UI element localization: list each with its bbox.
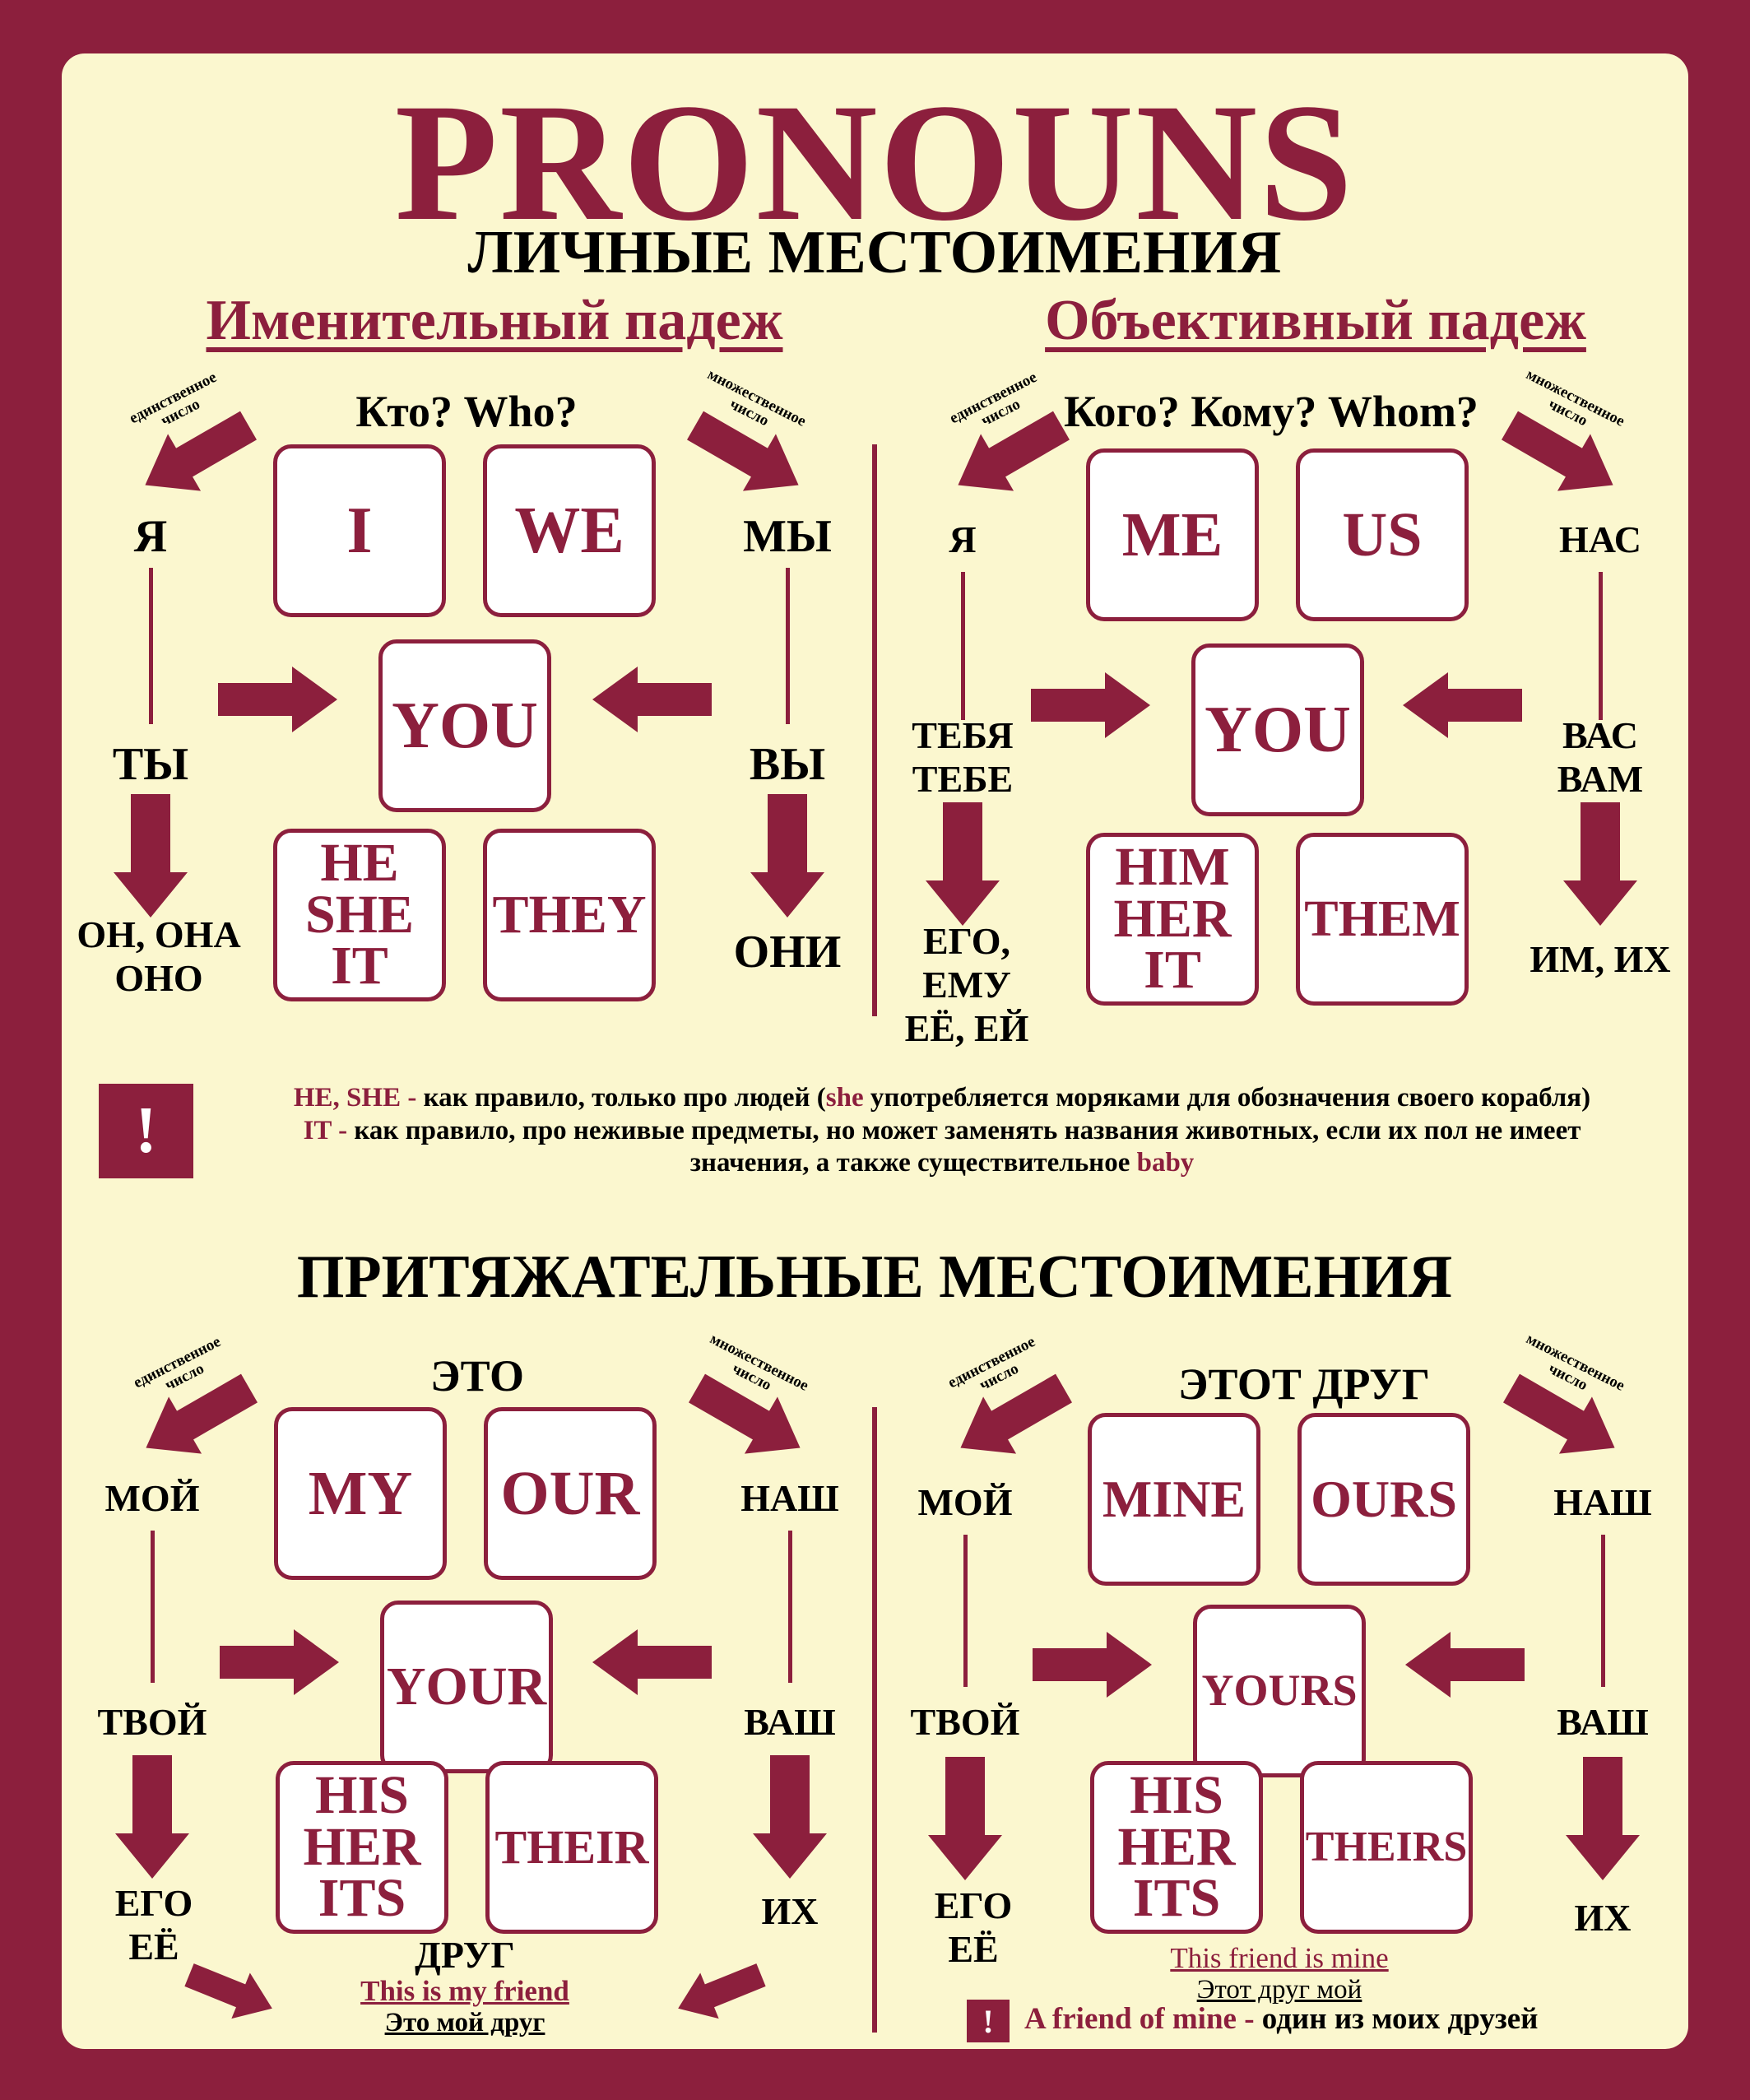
ru-1s: Я [133,511,168,562]
pronoun-box-them: THEM [1296,833,1469,1006]
personal-pronouns-heading: ЛИЧНЫЕ МЕСТОИМЕНИЯ [467,219,1282,286]
pronoun-box-yours: YOURS [1193,1605,1366,1777]
ru-1s: Я [949,518,977,560]
pronoun-box-i: I [273,444,446,617]
ru-1s: МОЙ [104,1477,200,1519]
poster: PRONOUNS ЛИЧНЫЕ МЕСТОИМЕНИЯ Именительный… [62,53,1688,2049]
pronoun-box-your: YOUR [380,1601,553,1773]
ru-3p: ИМ, ИХ [1530,938,1671,980]
pronoun-box-theirs: THEIRS [1300,1761,1473,1934]
example-ru: Этот друг мой [1196,1975,1362,2005]
connector-line [1599,572,1603,720]
objective-question: Кого? Кому? Whom? [1064,387,1478,436]
pronoun-box-our: OUR [484,1407,657,1580]
pronoun-box-you: YOU [1191,643,1364,816]
ru-3p: ОНИ [733,927,842,978]
pronoun-box-we: WE [483,444,656,617]
possessive-pronouns-heading: ПРИТЯЖАТЕЛЬНЫЕ МЕСТОИМЕНИЯ [296,1243,1453,1311]
connector-line [786,568,790,724]
exclamation-icon: ! [967,2000,1010,2042]
ru-3p: ИХ [761,1890,819,1932]
friend-word: ДРУГ [415,1934,515,1976]
exclamation-icon: ! [99,1084,193,1178]
ru-1p: НАШ [740,1477,839,1519]
friend-of-mine-note: A friend of mine - один из моих друзей [1024,2002,1539,2036]
connector-line [149,568,153,724]
nominative-case-heading: Именительный падеж [206,289,783,352]
connector-line [1601,1535,1605,1687]
pronoun-box-their: THEIR [485,1761,658,1934]
connector-line [788,1531,792,1683]
pronoun-box-me: ME [1086,448,1259,621]
ru-1p: НАС [1559,518,1641,560]
column-divider [872,444,877,1016]
nominative-question: Кто? Who? [355,387,578,436]
pronoun-box-ours: OURS [1297,1413,1470,1586]
pronoun-box-mine: MINE [1088,1413,1260,1586]
objective-case-heading: Объективный падеж [1045,289,1586,352]
pronoun-usage-note: HE, SHE - как правило, только про людей … [293,1083,1591,1178]
ru-2p: ВАШ [744,1701,836,1743]
pronoun-box-you: YOU [378,639,551,812]
ru-2s: ТВОЙ [910,1701,1020,1743]
example-en: This is my friend [360,1975,569,2007]
connector-line [963,1535,968,1687]
connector-line [151,1531,155,1683]
pronoun-box-us: US [1296,448,1469,621]
ru-2p: ВАШ [1557,1701,1649,1743]
ru-1s: МОЙ [917,1481,1013,1523]
pronoun-box-they: THEY [483,829,656,1001]
ru-2s: ТЫ [112,739,189,790]
example-en: This friend is mine [1170,1942,1389,1974]
example-ru: Это мой друг [384,2008,545,2037]
poster-title: PRONOUNS [394,69,1355,256]
ru-1p: НАШ [1553,1481,1652,1523]
ru-3p: ИХ [1574,1897,1632,1939]
pronoun-box-my: MY [274,1407,447,1580]
connector-line [961,572,965,720]
poss-abs-question: ЭТОТ ДРУГ [1177,1359,1431,1409]
ru-1p: МЫ [743,511,832,562]
column-divider [872,1407,877,2033]
arrow-down-icon [1566,1757,1640,1880]
poss-adj-question: ЭТО [430,1351,524,1401]
ru-2s: ТВОЙ [97,1701,207,1743]
ru-2p: ВЫ [749,739,826,790]
